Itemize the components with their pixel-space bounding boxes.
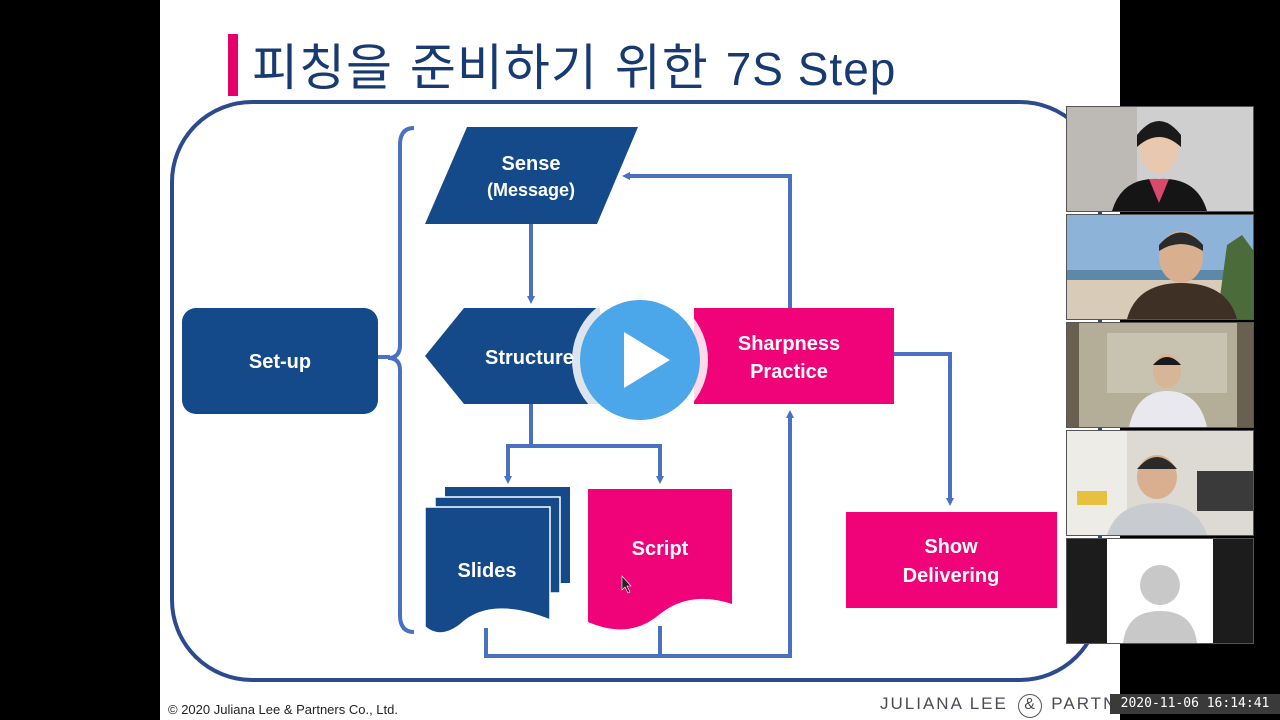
brand-ampersand: &: [1017, 694, 1042, 718]
avatar-icon: [1140, 565, 1180, 605]
play-button[interactable]: [568, 288, 712, 432]
show-label: Show: [924, 536, 978, 558]
grouping-brace: [387, 126, 415, 634]
sharpness-label: Sharpness: [738, 333, 840, 355]
brand-name-right: PARTNERS: [1051, 694, 1120, 713]
sharpness-sublabel: Practice: [750, 361, 828, 383]
sense-label: Sense: [502, 153, 561, 175]
sharpness-box: Sharpness Practice: [694, 308, 894, 404]
slide-title-english: 7S Step: [725, 43, 897, 95]
participant-tile[interactable]: [1066, 214, 1254, 320]
sense-box: Sense (Message): [425, 127, 638, 224]
flow-connectors: [484, 172, 954, 658]
brand-logo: JULIANA LEE & PARTNERS: [880, 694, 1120, 718]
script-box: Script: [588, 489, 732, 630]
participant-tile-avatar[interactable]: [1066, 538, 1254, 644]
show-box: Show Delivering: [846, 512, 1057, 608]
participant-tile[interactable]: [1066, 106, 1254, 212]
structure-box: Structure: [425, 308, 600, 404]
title-accent-bar: [228, 34, 238, 96]
structure-label: Structure: [485, 347, 574, 369]
slide-title-korean: 피칭을 준비하기 위한: [252, 39, 709, 97]
slide-title: 피칭을 준비하기 위한 7S Step: [252, 28, 896, 100]
sense-sublabel: (Message): [487, 180, 575, 200]
flow-diagram: Set-up Sense (Message) Structure Sharpne…: [170, 100, 1102, 682]
brand-name-left: JULIANA LEE: [880, 694, 1008, 713]
participant-tile[interactable]: [1066, 322, 1254, 428]
slides-box: Slides: [424, 487, 570, 634]
script-label: Script: [632, 538, 689, 560]
slides-label: Slides: [458, 560, 517, 582]
presentation-slide: 피칭을 준비하기 위한 7S Step: [160, 0, 1120, 720]
participant-tile[interactable]: [1066, 430, 1254, 536]
recording-timestamp: 2020-11-06 16:14:41: [1110, 694, 1280, 714]
mouse-cursor-icon: [621, 575, 632, 594]
copyright-text: © 2020 Juliana Lee & Partners Co., Ltd.: [168, 702, 398, 717]
show-sublabel: Delivering: [903, 565, 1000, 587]
participant-panel: [1066, 106, 1254, 646]
setup-box: Set-up: [182, 308, 378, 414]
setup-label: Set-up: [249, 351, 311, 373]
play-icon: [624, 332, 670, 388]
